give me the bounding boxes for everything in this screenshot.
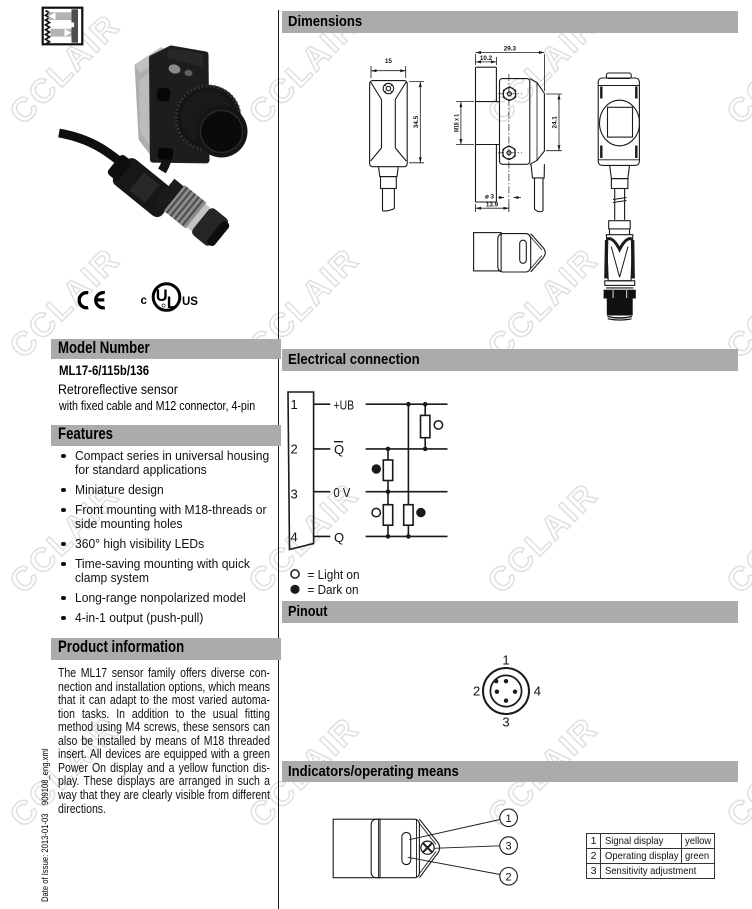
svg-text:13.9: 13.9	[486, 202, 499, 209]
svg-text:29.3: 29.3	[504, 46, 517, 53]
svg-text:3: 3	[291, 487, 298, 502]
svg-text:L: L	[167, 294, 177, 312]
svg-text:2: 2	[506, 871, 512, 883]
svg-text:1: 1	[502, 653, 509, 668]
svg-text:U: U	[156, 287, 168, 305]
svg-text:= Light on: = Light on	[308, 567, 360, 582]
svg-text:0 V: 0 V	[334, 485, 351, 500]
svg-text:c: c	[141, 295, 148, 307]
svg-text:1: 1	[291, 397, 298, 412]
svg-text:15: 15	[385, 58, 393, 65]
svg-text:3: 3	[506, 841, 512, 853]
svg-text:ø 3: ø 3	[485, 193, 495, 200]
svg-text:Q: Q	[334, 442, 344, 457]
svg-text:24.1: 24.1	[552, 116, 559, 129]
svg-text:2: 2	[291, 442, 298, 457]
svg-text:2: 2	[473, 683, 480, 698]
svg-text:34.5: 34.5	[413, 115, 420, 128]
svg-text:+UB: +UB	[334, 397, 355, 412]
svg-text:3: 3	[502, 715, 509, 730]
svg-text:M18 x 1: M18 x 1	[454, 114, 461, 132]
svg-text:Q: Q	[334, 530, 344, 545]
svg-text:1: 1	[506, 813, 512, 825]
svg-text:4: 4	[291, 530, 298, 545]
svg-text:= Dark on: = Dark on	[308, 582, 359, 597]
svg-text:US: US	[182, 296, 198, 308]
svg-text:4: 4	[534, 683, 541, 698]
svg-text:10.2: 10.2	[480, 55, 493, 62]
